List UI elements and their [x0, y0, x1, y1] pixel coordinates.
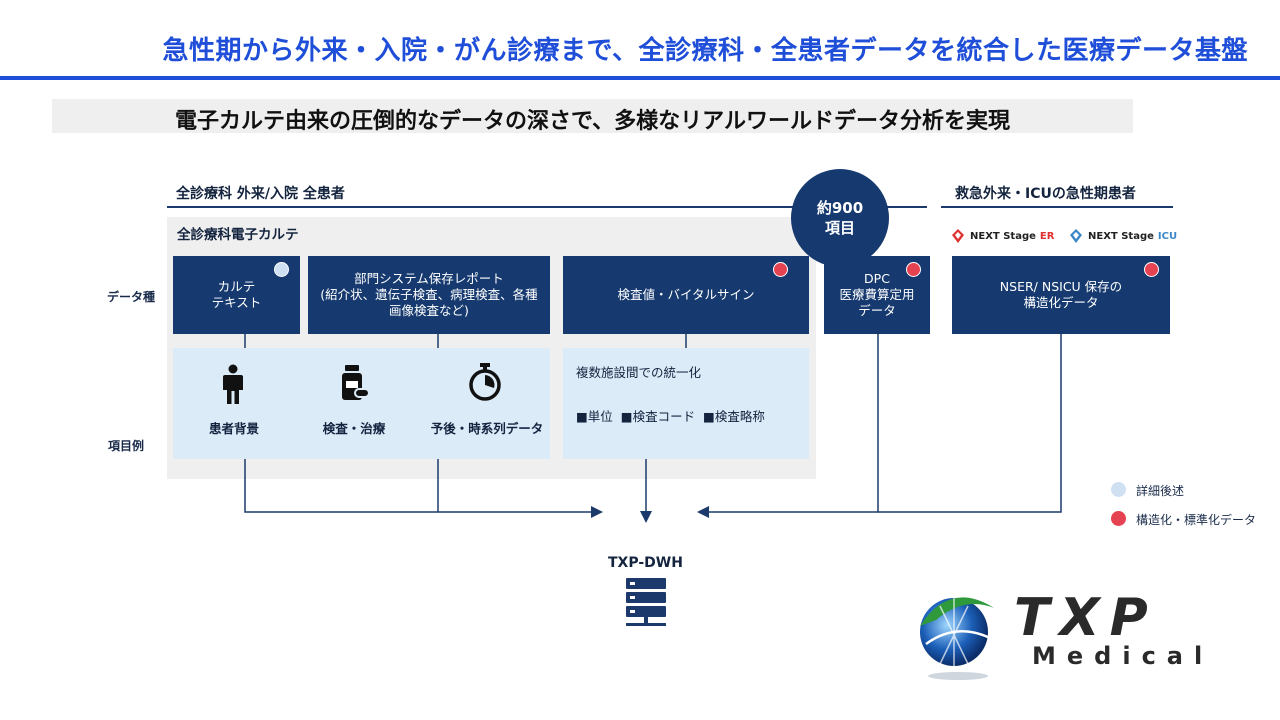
- item-label-exam: 検査・治療: [322, 421, 386, 436]
- data-box-karte-line1: カルテ: [217, 279, 256, 294]
- bubble-tail: [816, 252, 846, 270]
- stopwatch-icon: [469, 363, 501, 401]
- data-box-nser-line2: 構造化データ: [1023, 295, 1099, 310]
- database-server-icon: [626, 578, 666, 626]
- txp-globe-logo: [920, 597, 994, 680]
- legend-dot-light: [274, 262, 289, 277]
- legend-dot-red: [773, 262, 788, 277]
- data-box-dept-line3: 画像検査など): [389, 303, 469, 318]
- legend-dot-red: [1144, 262, 1159, 277]
- legend-label-red: 構造化・標準化データ: [1136, 513, 1257, 527]
- data-box-dpc-line1: DPC: [864, 271, 890, 286]
- data-box-karte-text: カルテ テキスト: [173, 256, 300, 334]
- bubble-unit: 項目: [824, 219, 855, 237]
- legend-dot-light: [1111, 482, 1126, 497]
- emr-panel-title: 全診療科電子カルテ: [177, 227, 299, 243]
- data-box-dept-report: 部門システム保存レポート (紹介状、遺伝子検査、病理検査、各種 画像検査など): [308, 256, 550, 334]
- medicine-bottle-icon: [342, 365, 370, 400]
- section-label-acute: 救急外来・ICUの急性期患者: [955, 186, 1136, 202]
- data-box-nser-line1: NSER/ NSICU 保存の: [999, 279, 1123, 294]
- item-label-prognosis: 予後・時系列データ: [430, 421, 544, 436]
- unify-title: 複数施設間での統一化: [576, 365, 702, 380]
- section-rule-right: [941, 206, 1173, 208]
- data-box-dpc-line2: 医療費算定用: [839, 287, 915, 302]
- data-box-dept-line1: 部門システム保存レポート: [354, 271, 504, 286]
- item-panel-unify: [563, 348, 809, 459]
- nextstage-icu-suffix: ICU: [1157, 230, 1178, 242]
- page-subtitle: 電子カルテ由来の圧倒的なデータの深さで、多様なリアルワールドデータ分析を実現: [175, 109, 1010, 134]
- nextstage-er-icon: [952, 229, 964, 243]
- nextstage-er-text: NEXT Stage: [970, 230, 1036, 242]
- title-underline: [0, 76, 1280, 80]
- data-box-dpc-line3: データ: [858, 303, 896, 318]
- legend-dot-red: [906, 262, 921, 277]
- row-label-item-examples: 項目例: [108, 439, 145, 453]
- title-bar: 急性期から外来・入院・がん診療まで、全診療科・全患者データを統合した医療データ基…: [0, 0, 1280, 80]
- person-icon: [223, 364, 243, 404]
- bubble-count: 約900: [816, 199, 864, 217]
- brand-subtitle: Medical: [1032, 642, 1214, 670]
- data-box-lab-label: 検査値・バイタルサイン: [617, 287, 755, 302]
- legend-dot-red: [1111, 511, 1126, 526]
- nextstage-er-suffix: ER: [1039, 230, 1055, 242]
- connector-nser-path: [878, 334, 1062, 513]
- item-count-bubble: 約900 項目: [791, 169, 889, 267]
- data-box-dpc: DPC 医療費算定用 データ: [824, 256, 930, 334]
- data-box-nser-nsicu: NSER/ NSICU 保存の 構造化データ: [952, 256, 1170, 334]
- row-label-data-type: データ種: [107, 290, 156, 304]
- section-rule-left: [167, 206, 927, 208]
- nextstage-icu-text: NEXT Stage: [1088, 230, 1154, 242]
- brand-name: TXP: [1014, 588, 1158, 648]
- unify-items: ■単位 ■検査コード ■検査略称: [576, 409, 765, 424]
- item-label-patient: 患者背景: [208, 421, 259, 436]
- subtitle-band: 電子カルテ由来の圧倒的なデータの深さで、多様なリアルワールドデータ分析を実現: [52, 99, 1133, 134]
- data-box-lab-vitals: 検査値・バイタルサイン: [563, 256, 809, 334]
- page-title: 急性期から外来・入院・がん診療まで、全診療科・全患者データを統合した医療データ基…: [162, 36, 1248, 66]
- data-box-karte-line2: テキスト: [211, 295, 262, 310]
- nextstage-icu-icon: [1070, 229, 1082, 243]
- logo-nextstage-er: NEXT Stage ER: [950, 228, 1054, 244]
- legend-label-light: 詳細後述: [1136, 484, 1185, 498]
- dwh-label: TXP-DWH: [608, 555, 683, 571]
- data-box-dept-line2: (紹介状、遺伝子検査、病理検査、各種: [320, 287, 538, 302]
- logo-nextstage-icu: NEXT Stage ICU: [1068, 228, 1177, 244]
- section-label-all-patients: 全診療科 外来/入院 全患者: [176, 186, 345, 202]
- arrow-left-path: [244, 459, 603, 518]
